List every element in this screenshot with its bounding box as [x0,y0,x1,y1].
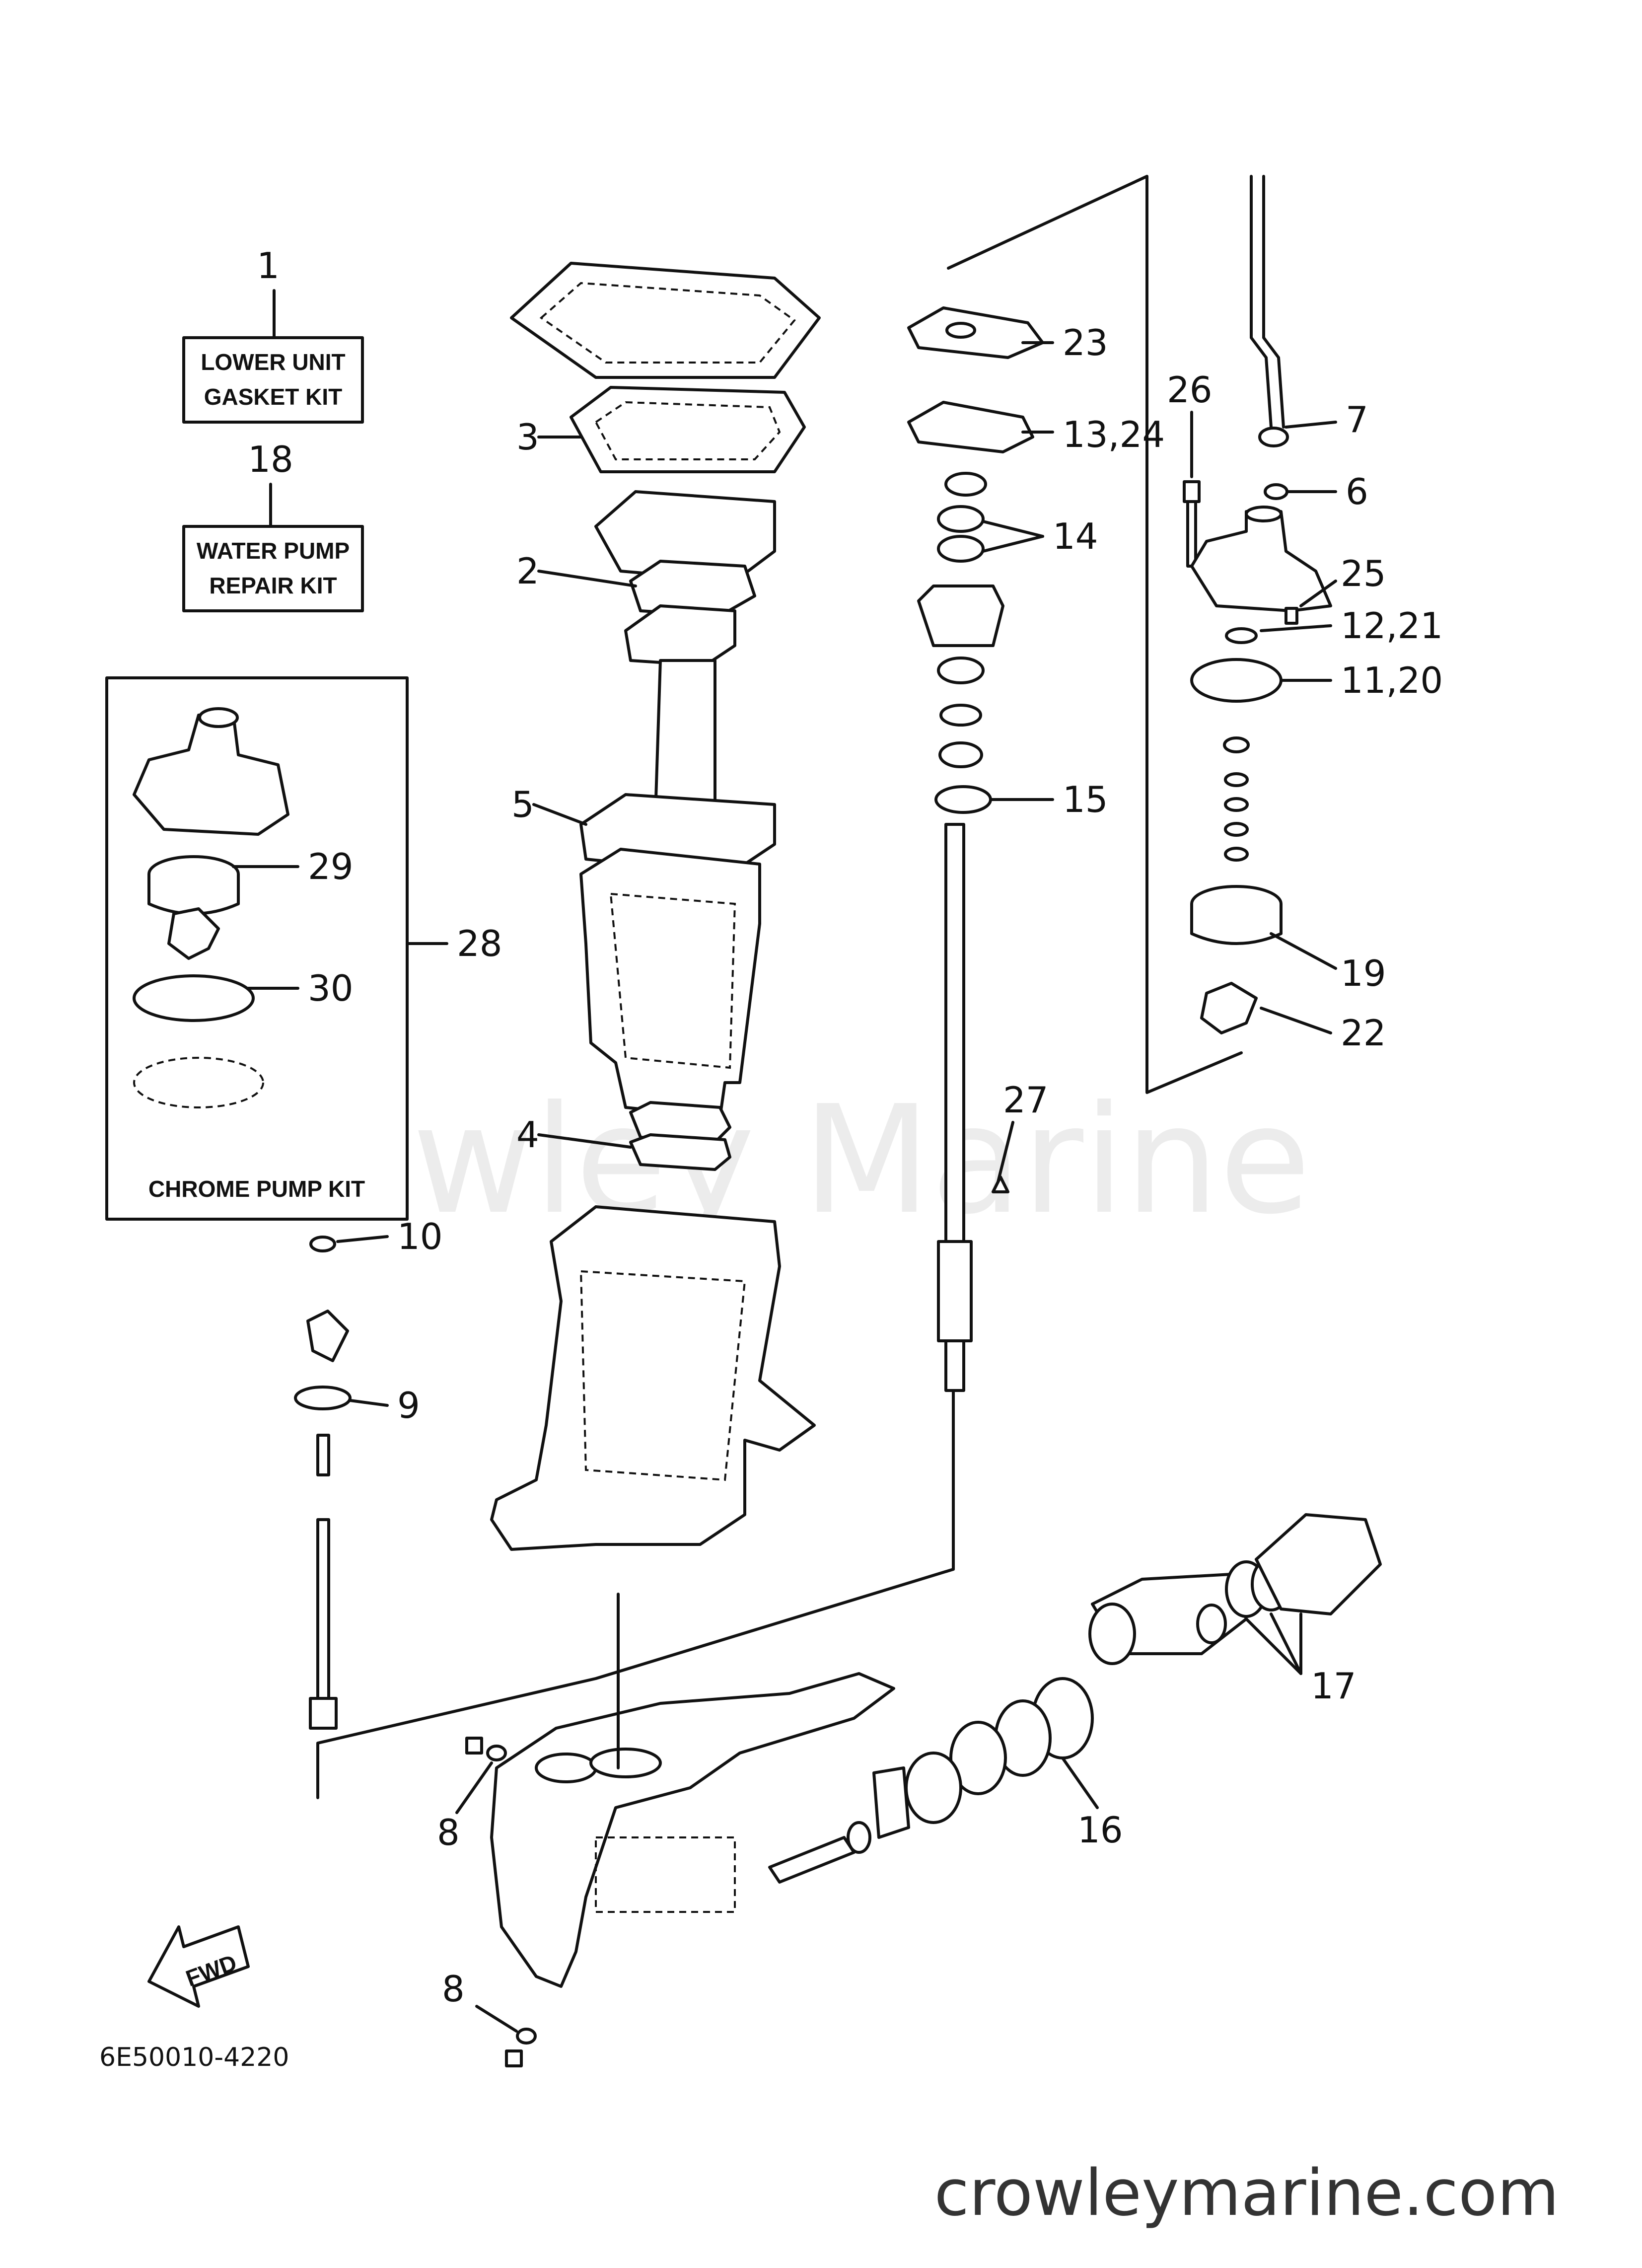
circlip [1224,822,1249,837]
callout-17: 17 [1311,1665,1356,1707]
callout-16: 16 [1077,1809,1123,1851]
shift-rod-lever [306,1310,349,1362]
callout-15: 15 [1063,779,1108,820]
exhaust-guide [594,490,776,583]
water-pump-kit-box [182,525,364,612]
callout-5: 5 [511,784,534,825]
gasket-2 [629,560,756,617]
spring-washer [1224,797,1249,812]
drain-plug-upper [465,1737,507,1761]
water-pump-kit-label[interactable]: 18 WATER PUMP REPAIR KIT [182,439,364,612]
pump-insert-cartridge [147,855,240,915]
water-pump-outer-plate-23 [907,306,1044,359]
callout-10: 10 [397,1216,443,1257]
exhaust-pipe [624,604,736,826]
propeller-shaft-washer [847,1821,871,1854]
fwd-arrow: FWD [147,1925,250,2008]
chrome-pump-kit-group[interactable]: 28 CHROME PUMP KIT 29 30 [105,676,502,1221]
needle-bearing [1196,1604,1227,1644]
impeller-22 [1200,982,1258,1034]
callout-8-lower: 8 [442,1968,465,2010]
callout-22: 22 [1341,1012,1386,1054]
propeller-shaft [768,1836,856,1884]
chrome-pump-housing [133,707,289,836]
grommet-6 [1264,483,1288,500]
callout-23: 23 [1063,322,1108,364]
chrome-kit-gasket [133,1057,264,1108]
callout-11-20: 11,20 [1341,659,1443,701]
callout-27: 27 [1003,1079,1049,1121]
collar [1223,736,1250,753]
grommet-10 [309,1236,336,1252]
pin-25 [1285,607,1298,625]
ring-nut [1255,1513,1382,1615]
washer-2 [1224,847,1249,862]
shift-rod-end [309,1697,338,1730]
gasket-kit-line1: LOWER UNIT [201,349,345,375]
callout-29: 29 [308,846,354,887]
chrome-kit-impeller [167,907,220,960]
callout-13-24: 13,24 [1063,414,1165,455]
gearcase-lower-unit [490,1672,895,1988]
callout-12-21: 12,21 [1341,605,1443,647]
assembly-line-right [947,175,1243,1094]
callout-28: 28 [457,923,502,964]
gasket-kit-label[interactable]: 1 LOWER UNIT GASKET KIT [182,245,364,424]
rubber-seal-4 [629,1101,731,1171]
callout-8-upper: 8 [437,1812,460,1853]
seal-collar [944,472,987,497]
oil-seal-housing [917,585,1004,647]
diagram-code: 6E50010-4220 [99,2043,289,2072]
gasket-3 [570,386,806,473]
forward-gear [872,1766,910,1839]
drive-shaft-housing [490,1205,816,1551]
assembly-line-left [316,1389,955,1799]
chrome-pump-kit-label: CHROME PUMP KIT [148,1176,365,1202]
washer [1224,772,1249,787]
shim [949,1721,1007,1795]
bearing-race [939,704,982,727]
callout-4: 4 [516,1114,539,1156]
callout-7: 7 [1346,399,1368,440]
gasket-kit-line2: GASKET KIT [204,384,343,410]
water-tube [1250,175,1285,429]
drain-plug-lower [505,2028,537,2067]
o-ring-12 [1225,627,1258,644]
callout-1: 1 [257,245,280,287]
oil-seal-14a [937,505,985,533]
gasket-kit-box [182,336,364,424]
grommet-7 [1258,427,1289,447]
site-url[interactable]: crowleymarine.com [934,2156,1560,2230]
o-ring-11 [1190,658,1283,703]
water-pump-kit-line1: WATER PUMP [197,538,350,564]
callout-6: 6 [1346,471,1368,512]
woodruff-key [992,1175,1009,1193]
callout-30: 30 [308,967,354,1009]
shift-rod-joint [316,1434,330,1476]
o-ring-9 [294,1386,352,1410]
o-ring-15 [934,785,992,814]
callout-18: 18 [248,439,293,480]
water-pump-housing [1190,506,1332,612]
callout-3: 3 [516,416,539,458]
chrome-kit-outer-plate [133,974,255,1022]
upper-casing [579,848,761,1119]
bolt-26 [1183,480,1201,568]
thrust-washer [905,1752,962,1824]
callout-9: 9 [397,1385,420,1426]
oil-seal-14b [937,535,985,563]
bearing-sleeve [937,657,985,684]
callout-14: 14 [1053,515,1098,557]
callout-2: 2 [516,550,539,592]
water-pump-kit-line2: REPAIR KIT [209,573,337,598]
callout-26: 26 [1167,369,1213,411]
insert-cartridge-19 [1190,885,1283,945]
gasket-13 [907,401,1034,453]
bearing [938,741,983,768]
callout-19: 19 [1341,952,1386,994]
drive-shaft [937,823,973,1392]
callout-25: 25 [1341,553,1386,594]
exhaust-manifold-plate [510,262,821,379]
